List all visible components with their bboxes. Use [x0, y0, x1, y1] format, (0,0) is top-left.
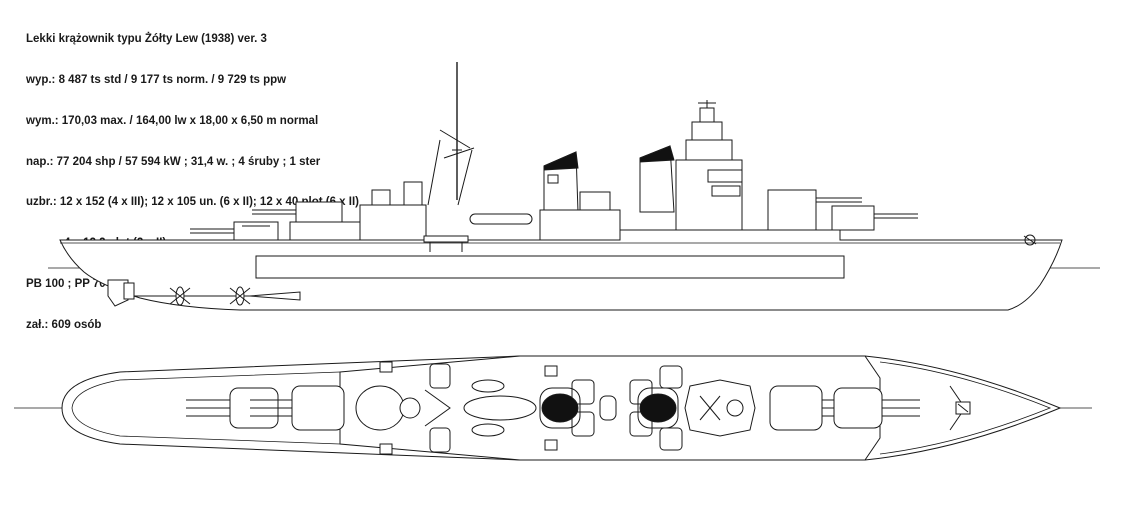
plan-secondary-mount-1	[429, 363, 451, 389]
aft-turret-upper	[252, 201, 403, 241]
quarterdeck-edge	[71, 371, 341, 445]
midship-gun-house	[579, 191, 611, 211]
plan-aa-mount-2	[544, 439, 558, 451]
plan-secondary-mount-2	[429, 427, 451, 453]
boat-cradle	[423, 235, 469, 243]
bridge-structure	[675, 100, 743, 231]
armor-belt	[255, 255, 845, 279]
rudder	[107, 279, 129, 307]
plan-capstan-mark	[957, 403, 969, 413]
aft-superstructure	[359, 204, 427, 241]
forward-turret-lower	[831, 205, 918, 231]
plan-forward-funnel-casing	[637, 387, 679, 429]
plan-mainmast-legs	[424, 389, 451, 427]
plan-boat	[463, 395, 537, 421]
spec-dimensions: wym.: 170,03 max. / 164,00 lw x 18,00 x …	[26, 114, 319, 127]
aft-deckhouse	[403, 181, 423, 206]
plan-midship-mast	[599, 395, 617, 421]
spec-displacement: wyp.: 8 487 ts std / 9 177 ts norm. / 9 …	[26, 73, 287, 86]
spec-propulsion: nap.: 77 204 shp / 57 594 kW ; 31,4 w. ;…	[26, 155, 321, 168]
plan-aa-mount-4	[379, 443, 393, 455]
plan-aft-funnel	[541, 393, 579, 423]
plan-forward-turret-2	[833, 387, 920, 429]
plan-bridge	[684, 379, 756, 437]
propeller-forward	[229, 286, 251, 306]
aft-director	[371, 189, 391, 206]
spec-armament: uzbr.: 12 x 152 (4 x III); 12 x 105 un. …	[26, 196, 359, 209]
rudder-post	[123, 282, 135, 300]
plan-aft-director	[355, 385, 405, 431]
midship-deckhouse	[539, 209, 621, 241]
plan-secondary-mount-4	[571, 411, 595, 437]
forecastle-edge	[879, 361, 1052, 455]
plan-secondary-mount-3	[571, 379, 595, 405]
mainmast	[427, 62, 475, 206]
ships-boat	[469, 213, 533, 225]
plan-aft-funnel-casing	[539, 387, 581, 429]
plan-secondary-mount-8	[659, 427, 683, 451]
plan-boat-port	[471, 379, 505, 393]
propeller-aft	[169, 286, 191, 306]
side-profile-view	[48, 62, 1100, 311]
plan-view	[14, 355, 1092, 461]
spec-crew: zał.: 609 osób	[26, 318, 102, 331]
forward-turret-upper	[767, 189, 862, 231]
spec-title: Lekki krążownik typu Żółty Lew (1938) ve…	[26, 33, 267, 46]
plan-boat-starboard	[471, 423, 505, 437]
anchor-mark	[1023, 235, 1037, 245]
shaft-bracket	[249, 291, 301, 301]
plan-aa-mount-1	[544, 365, 558, 377]
aft-turret-lower	[190, 221, 279, 241]
plan-secondary-mount-7	[659, 365, 683, 389]
forward-funnel	[639, 145, 675, 213]
plan-aa-mount-3	[379, 361, 393, 373]
anchor-hawse	[1024, 234, 1036, 246]
plan-forward-funnel	[639, 393, 677, 423]
plan-aft-turret-2	[250, 385, 345, 431]
plan-aft-director-base	[399, 397, 421, 419]
aft-funnel	[543, 151, 579, 213]
